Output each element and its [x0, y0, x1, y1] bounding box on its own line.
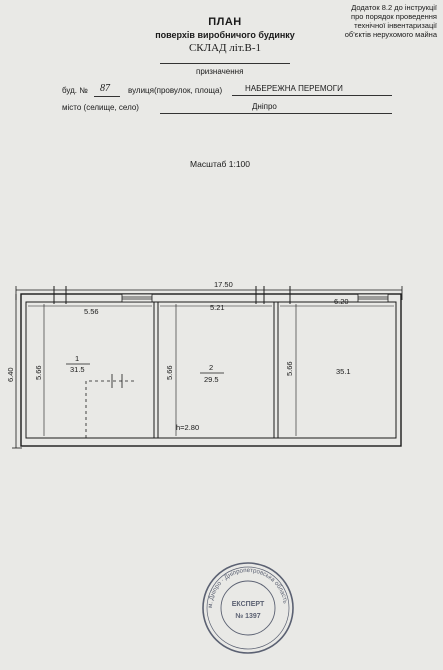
plan-title: ПЛАН: [208, 16, 242, 28]
city-value: Дніпро: [252, 102, 277, 111]
window-2: [357, 293, 389, 303]
house-underline: [94, 96, 120, 97]
plan-subtitle: поверхів виробничого будинку: [155, 30, 295, 40]
room2-number: 2: [209, 363, 213, 372]
room3-depth-dim: 5.66: [285, 361, 294, 376]
house-number: 87: [100, 83, 110, 94]
outer-wall-inner: [25, 301, 397, 439]
door-ticks: [53, 286, 291, 304]
appendix-line: технічної інвентаризації: [354, 21, 437, 30]
wall-top-dim-1: 5.56: [84, 307, 99, 316]
scale-label: Масштаб 1:100: [190, 159, 250, 169]
house-label: буд. №: [62, 86, 88, 95]
wall-top-dim-2: 5.21: [210, 303, 225, 312]
total-length-dim: 17.50: [214, 280, 233, 289]
room2-depth-dim: 5.66: [165, 365, 174, 380]
dashed-partition: [85, 380, 136, 438]
appendix-note: Додаток 8.2 до інструкції про порядок пр…: [287, 3, 437, 39]
purpose-label: призначення: [196, 67, 244, 76]
street-underline: [232, 95, 392, 96]
appendix-line: об'єктів нерухомого майна: [344, 30, 437, 39]
partition-2: [273, 301, 279, 439]
room3-area: 35.1: [336, 367, 351, 376]
seal-center-line: ЕКСПЕРТ: [232, 601, 265, 608]
outer-wall-outer: [20, 293, 402, 447]
ceiling-height: h=2.80: [176, 423, 199, 432]
purpose-line: [160, 63, 290, 64]
official-seal: м. Дніпро · Дніпропетровська область ЕКС…: [202, 562, 294, 654]
floor-plan: 17.50 6.40 5.56 5.21 6.20 5.66 5.66 5.66…: [6, 280, 403, 449]
city-underline: [160, 113, 392, 114]
room1-depth-dim: 5.66: [34, 365, 43, 380]
appendix-line: Додаток 8.2 до інструкції: [351, 3, 437, 12]
street-value: НАБЕРЕЖНА ПЕРЕМОГИ: [245, 84, 343, 93]
wall-top-dim-3: 6.20: [334, 297, 349, 306]
appendix-line: про порядок проведення: [351, 12, 437, 21]
street-label: вулиця(провулок, площа): [128, 86, 223, 95]
partition-1: [153, 301, 159, 439]
height-dim: 6.40: [6, 367, 15, 382]
seal-center-line: № 1397: [235, 612, 260, 620]
room2-area: 29.5: [204, 375, 219, 384]
city-label: місто (селище, село): [62, 103, 139, 112]
room1-area: 31.5: [70, 365, 85, 374]
building-name: СКЛАД літ.В-1: [188, 42, 262, 54]
window-1: [121, 293, 153, 303]
title-block: ПЛАН поверхів виробничого будинку СКЛАД …: [150, 16, 300, 54]
room1-number: 1: [75, 354, 79, 363]
